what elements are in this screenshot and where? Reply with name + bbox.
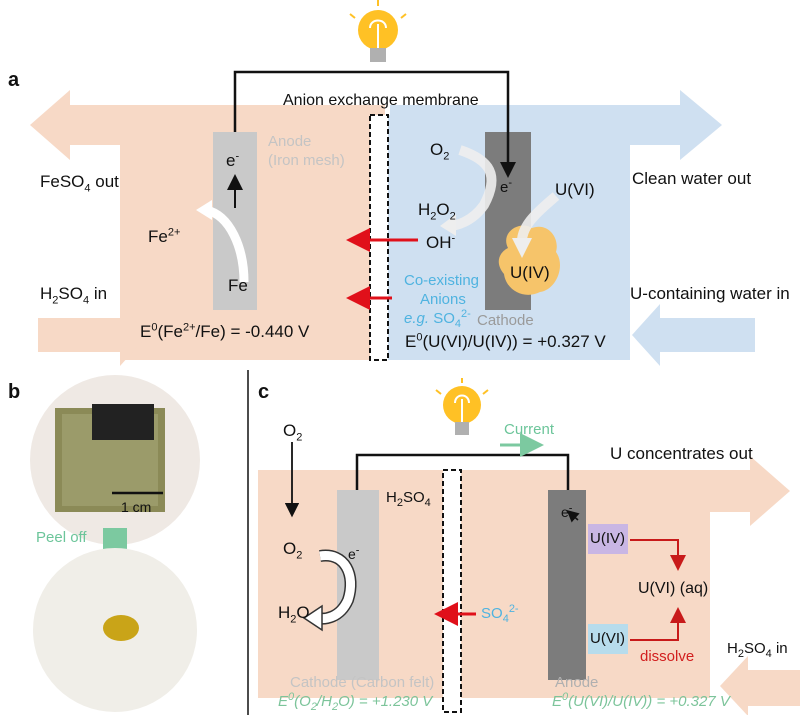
electron-label-anode: e- [226,150,240,170]
electron-label-anode-c: e- [561,502,573,520]
o2-to-h2o-arrow [315,551,356,624]
h2so4-in-label-c: H2SO4 in [727,640,788,660]
h2so4-in-arrow-c [720,656,800,715]
e0-anode-label: E0(Fe2+/Fe) = -0.440 V [140,321,310,341]
membrane-label: Anion exchange membrane [283,92,479,109]
dissolve-label: dissolve [640,648,695,665]
uranium-deposit [92,404,154,440]
cathode-carbon-felt [337,490,379,680]
fe-oxidation-arrow-head [196,200,212,220]
membrane-a [369,114,389,361]
fe-oxidation-arrow [204,205,249,283]
u-concentrates-out-label: U concentrates out [610,444,753,463]
o2-label: O2 [430,140,450,163]
light-bulb-icon-a [349,0,407,62]
u6-dissolve-arrow [630,607,686,641]
u4-precipitate-blob [498,225,561,295]
h2so4-in-arrow [38,304,148,366]
panel-a-letter: a [8,69,20,91]
o2-reduction-arrow [447,145,497,231]
electron-arrow-anode-c [566,510,580,523]
e0-cathode-label-c: E0(O2/H2O) = +1.230 V [278,691,433,713]
u4-box [588,524,628,554]
anode-label-c: Anode [555,674,599,691]
coexisting-label-3: e.g. SO42- [404,308,471,330]
scale-bar-label: 1 cm [121,499,152,515]
o2-reduction-arrow-head [440,214,456,236]
circuit-wire-a [233,70,510,172]
u6aq-label: U(VI) (aq) [638,580,709,597]
cathode-label-c: Cathode (Carbon felt) [290,674,435,691]
panel-b-letter: b [8,381,21,403]
u-reduction-arrow-head [512,238,532,258]
clean-water-out-label: Clean water out [632,169,752,188]
electron-label-cathode-c: e- [348,544,360,562]
peeled-product [103,615,139,641]
u-water-in-arrow [632,304,755,366]
o2-top-label: O2 [283,421,303,444]
feso4-out-label: FeSO4 out [40,172,119,195]
fe2-label: Fe2+ [148,226,181,246]
u-water-in-label: U-containing water in [630,284,790,303]
h2so4-in-label-a: H2SO4 in [40,284,108,307]
u6-box [588,624,628,654]
fe-label: Fe [228,276,248,295]
o2-to-h2o-arrow-head [302,604,323,632]
h2o-label-c: H2O [278,603,310,626]
h2so4-label-c: H2SO4 [386,489,431,509]
u4-label-a: U(IV) [510,263,550,282]
h2o2-label: H2O2 [418,200,456,223]
cathode-label-a: Cathode [477,312,534,329]
o2-label-c: O2 [283,539,303,562]
anode-label-line2: (Iron mesh) [268,152,345,169]
peel-off-label: Peel off [36,529,87,546]
u4-dissolve-arrow [630,539,686,571]
e0-cathode-label: E0(U(VI)/U(IV)) = +0.327 V [405,331,606,351]
so4-label-c: SO42- [481,603,519,625]
u6-label-a: U(VI) [555,180,595,199]
panel-c-letter: c [258,381,270,403]
oh-label: OH- [426,232,456,252]
e0-anode-label-c: E0(U(VI)/U(IV)) = +0.327 V [552,691,730,710]
membrane-c [442,469,462,713]
panel-c-chamber [258,470,710,698]
current-label: Current [504,421,555,438]
anode-label-line1: Anode [268,133,312,150]
u4-label-c: U(IV) [590,530,625,547]
u6-label-c: U(VI) [590,630,625,647]
circuit-wire-c [355,453,570,490]
coexisting-label-2: Anions [420,291,466,308]
coexisting-label-1: Co-existing [404,272,480,289]
light-bulb-icon-c [435,378,489,435]
electron-label-cathode: e- [500,177,513,196]
